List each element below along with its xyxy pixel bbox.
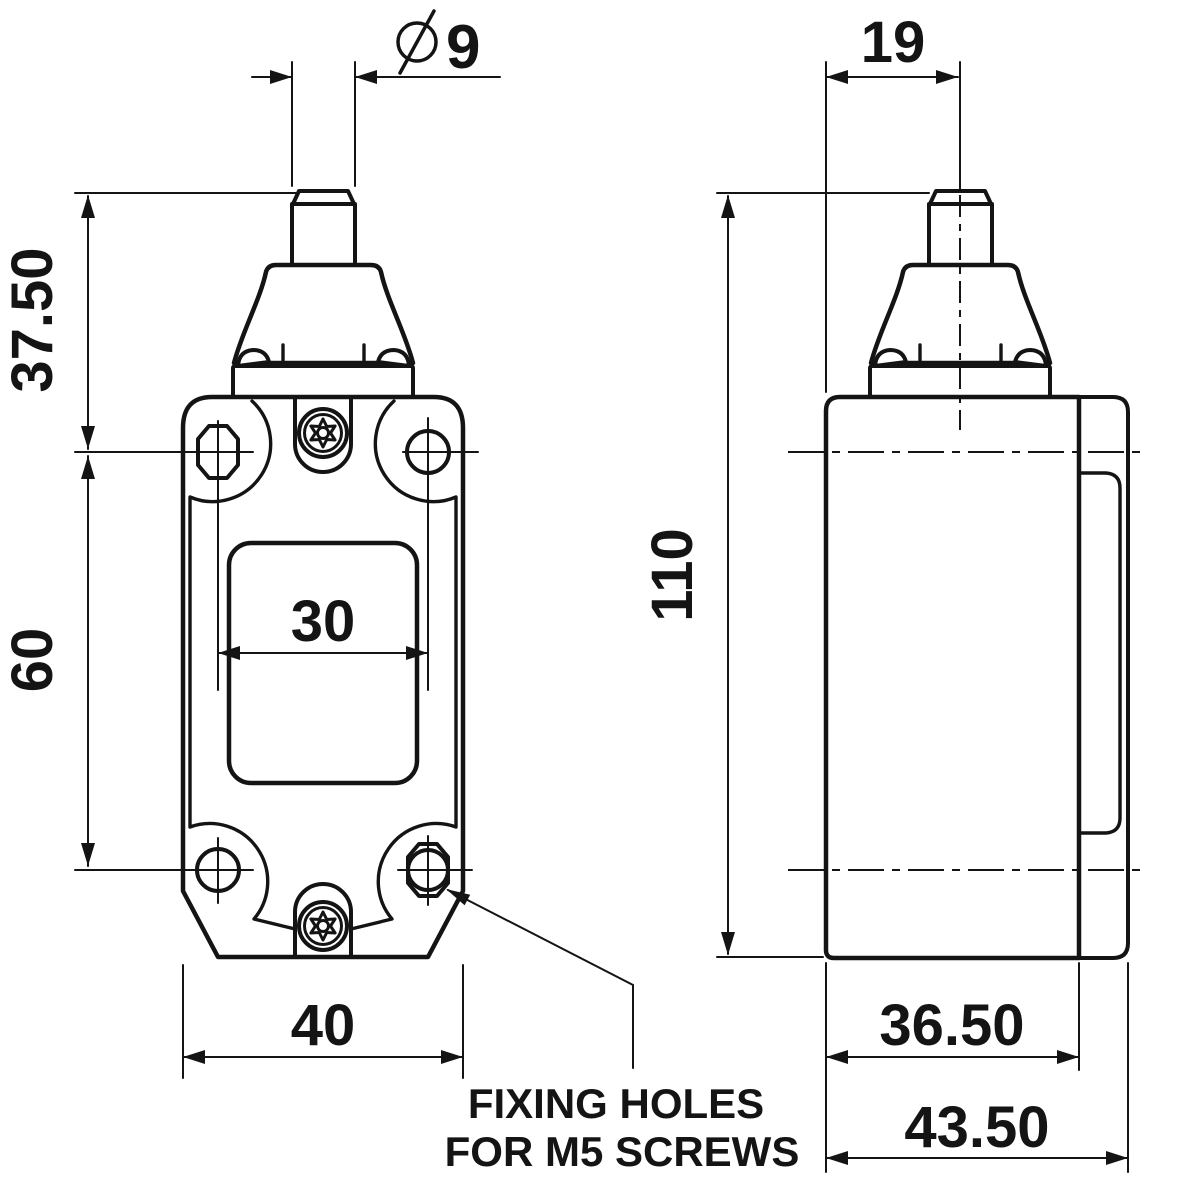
front-head-lip-right xyxy=(376,348,411,368)
dimensions: 9 37.50 60 30 xyxy=(0,9,1129,1175)
dim-overall-depth: 43.50 xyxy=(825,962,1129,1173)
front-inner-contour-left xyxy=(188,399,297,931)
side-head-lip-left xyxy=(873,348,908,368)
front-head-lip-left xyxy=(236,348,271,368)
dim-hole-spacing-vertical-label: 60 xyxy=(0,628,65,693)
dim-head-height-label: 37.50 xyxy=(0,247,65,392)
side-mounting-plate xyxy=(1077,395,1130,960)
dim-hole-spacing-horizontal: 30 xyxy=(217,589,429,660)
dim-plunger-axis-offset-label: 19 xyxy=(861,10,926,75)
dim-overall-depth-label: 43.50 xyxy=(904,1095,1049,1160)
front-screw-pocket-bottom xyxy=(293,882,353,958)
front-inner-contour-right xyxy=(349,399,458,931)
dim-hole-spacing-horizontal-label: 30 xyxy=(291,589,356,654)
side-plate-recess xyxy=(1077,471,1122,835)
fixing-holes-callout: FIXING HOLES FOR M5 SCREWS xyxy=(445,889,800,1175)
side-head-lip-right xyxy=(1013,348,1048,368)
side-body xyxy=(823,394,1082,961)
front-collar xyxy=(231,364,415,399)
dim-overall-height: 110 xyxy=(640,192,930,958)
dim-plunger-diameter-label: 9 xyxy=(446,13,480,82)
front-screw-pocket-top xyxy=(293,396,353,474)
front-plunger-head xyxy=(231,262,416,366)
dim-overall-height-label: 110 xyxy=(640,528,705,622)
dim-body-depth-label: 36.50 xyxy=(879,993,1024,1058)
dim-head-height: 37.50 xyxy=(0,192,297,450)
dim-plunger-axis-offset: 19 xyxy=(825,10,961,393)
dim-plunger-diameter: 9 xyxy=(251,9,501,187)
front-view xyxy=(74,189,479,960)
dim-hole-spacing-vertical: 60 xyxy=(0,455,95,867)
diameter-symbol xyxy=(396,9,438,75)
front-plunger-pin xyxy=(290,202,357,268)
fixing-holes-note-line1: FIXING HOLES xyxy=(468,1080,764,1127)
dim-body-width-label: 40 xyxy=(291,993,356,1058)
fixing-holes-note-line2: FOR M5 SCREWS xyxy=(445,1128,800,1175)
side-view xyxy=(788,189,1148,961)
dim-body-width: 40 xyxy=(182,964,464,1079)
front-cover-window xyxy=(226,540,420,786)
dim-body-depth: 36.50 xyxy=(825,962,1080,1173)
